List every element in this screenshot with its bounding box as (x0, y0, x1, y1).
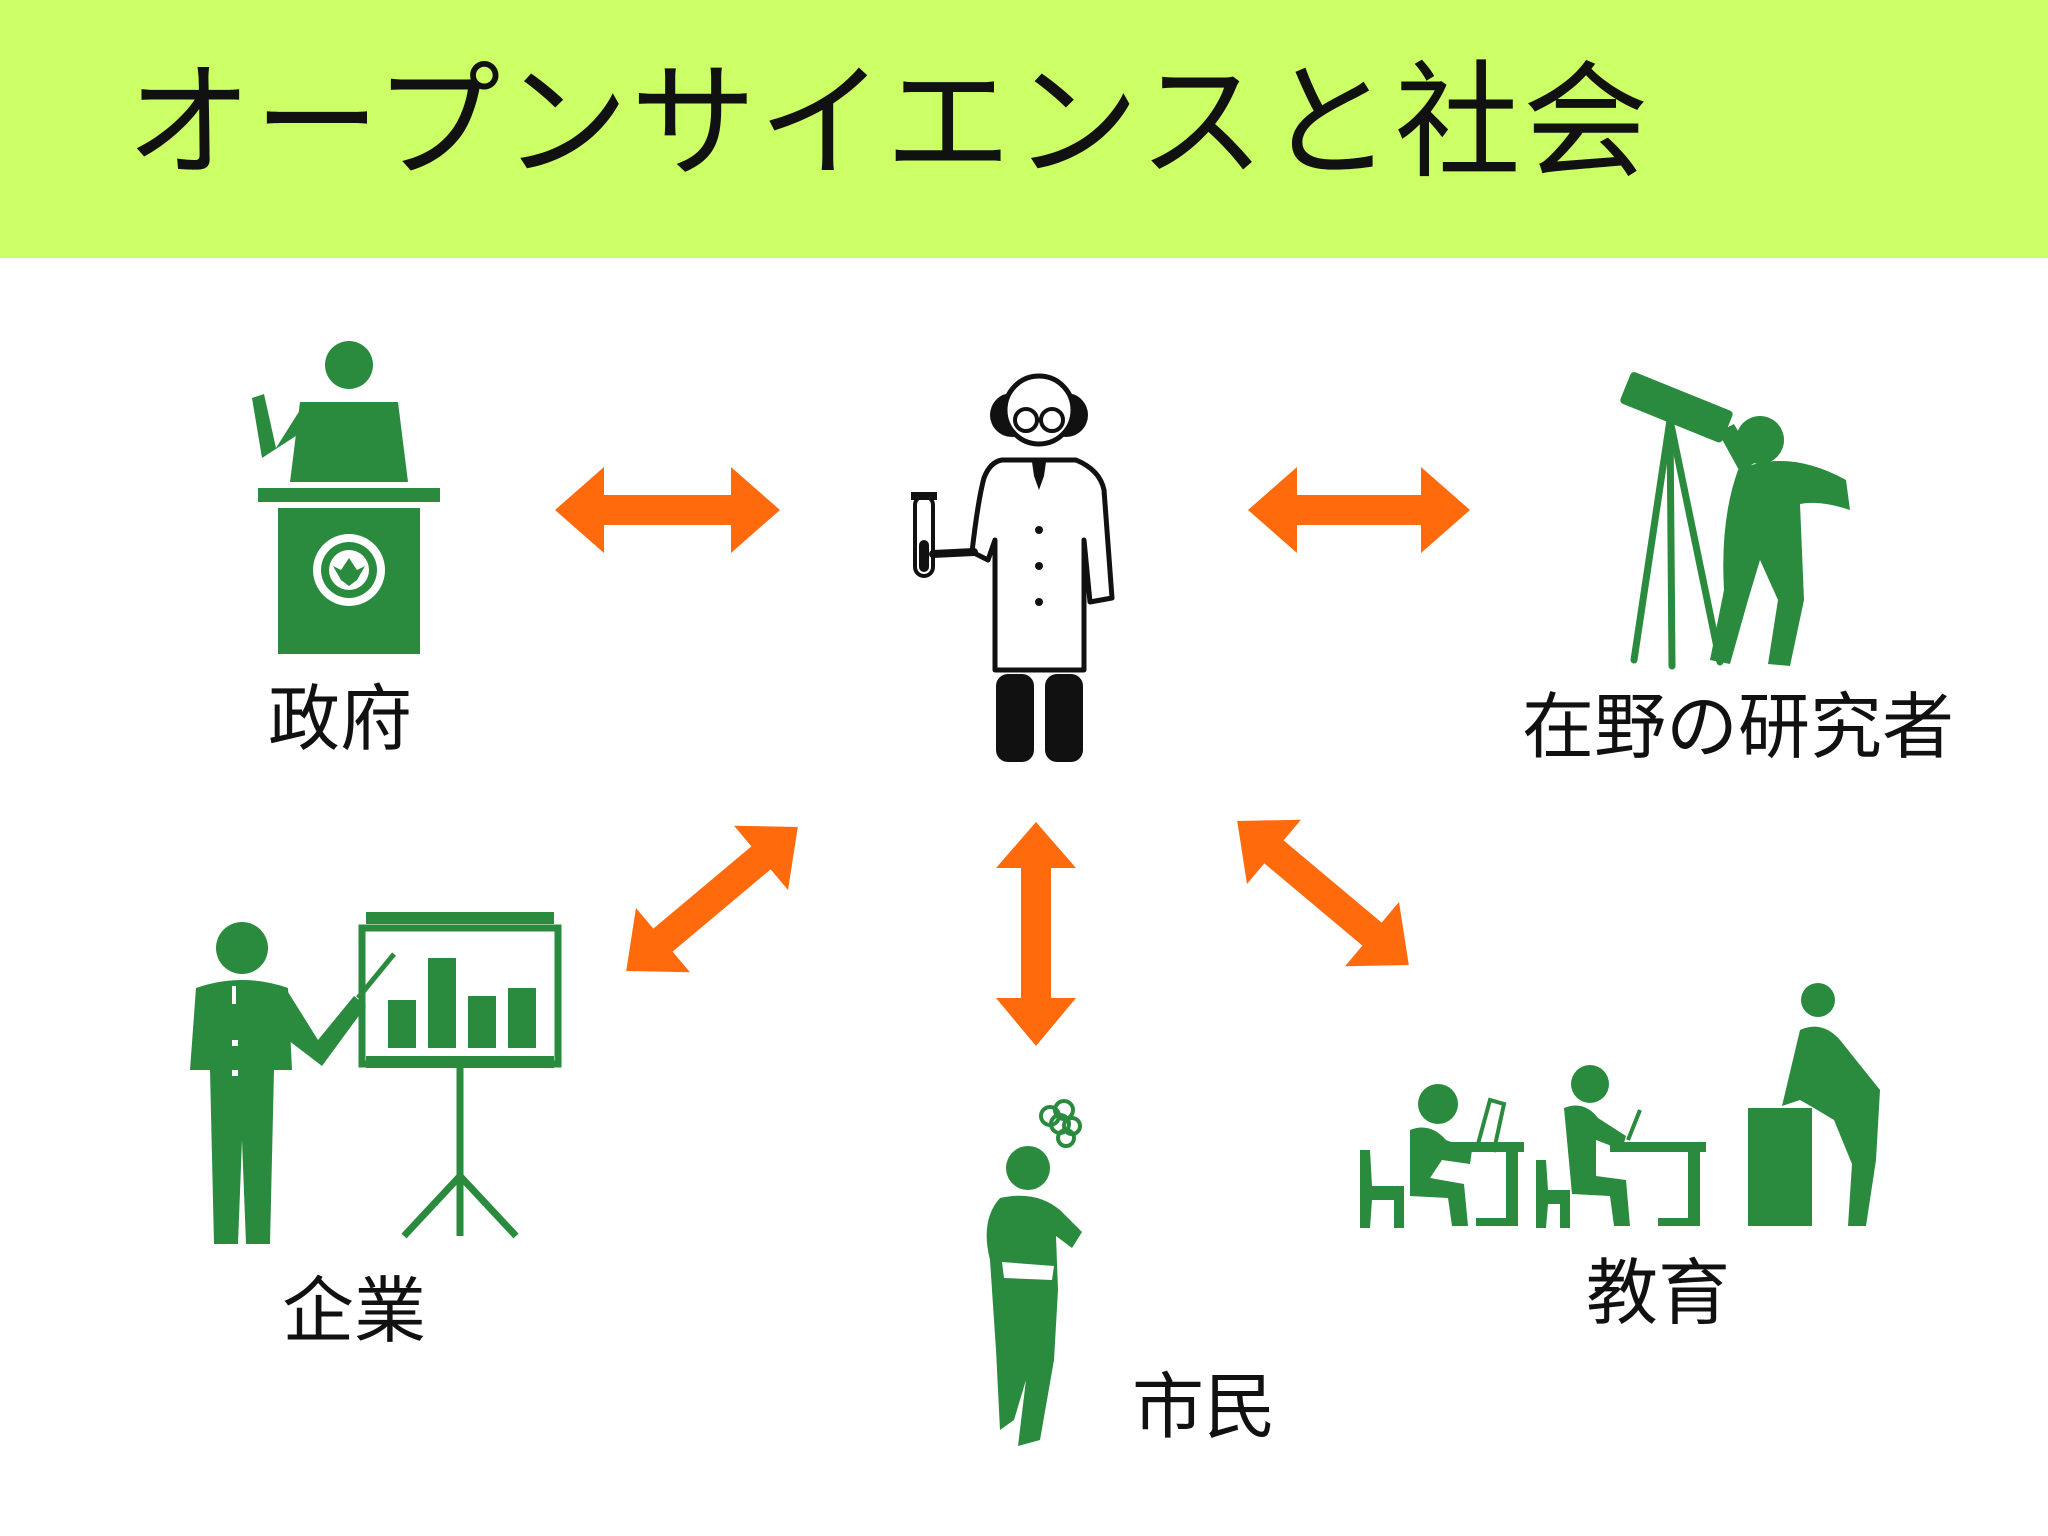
arrow-center-citizen (996, 822, 1076, 1046)
classroom-icon (1360, 983, 1880, 1228)
podium-speaker-icon (252, 341, 440, 654)
label-government: 政府 (268, 677, 413, 761)
arrow-center-business (626, 825, 798, 973)
label-independent-researcher: 在野の研究者 (1522, 685, 1955, 769)
title-banner: オープンサイエンスと社会 (0, 0, 2048, 258)
thinking-person-icon (986, 1099, 1082, 1446)
arrow-center-education (1237, 819, 1409, 967)
label-citizen: 市民 (1132, 1365, 1277, 1449)
arrow-center-researcher (1248, 467, 1470, 553)
page-title: オープンサイエンスと社会 (126, 49, 1651, 196)
presenter-chart-icon (190, 912, 562, 1244)
arrow-center-government (555, 467, 780, 553)
telescope-observer-icon (1620, 372, 1850, 670)
label-business: 企業 (282, 1269, 427, 1353)
scientist-icon (911, 373, 1115, 762)
label-education: 教育 (1586, 1251, 1731, 1335)
